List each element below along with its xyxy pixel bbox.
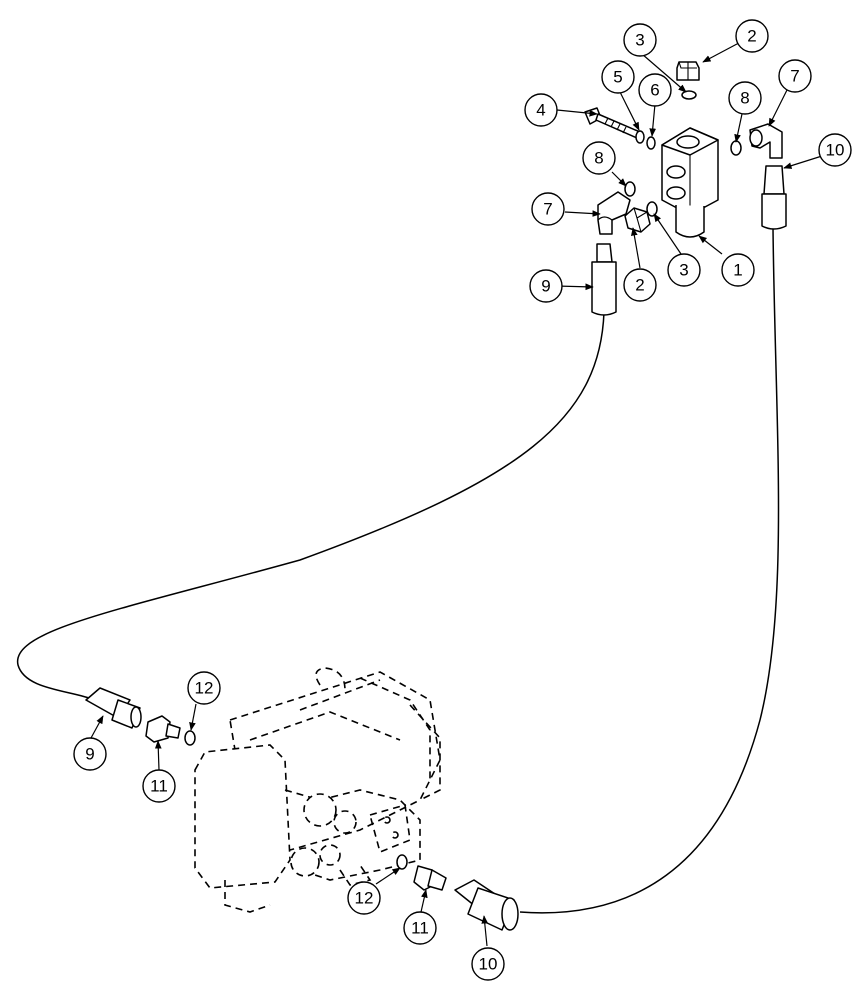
pump-body [194, 667, 441, 913]
callout-3-top: 3 [623, 23, 657, 57]
callout-12-left-label: 12 [195, 679, 214, 698]
o-ring-12-right [396, 854, 408, 870]
hose-right [519, 227, 780, 914]
hose-end-right-top [761, 165, 787, 230]
plug-lower [624, 207, 651, 233]
callout-11-right-label: 11 [411, 919, 429, 938]
callout-11-right: 11 [403, 911, 437, 945]
callout-12-left: 12 [187, 671, 221, 705]
callout-12-right: 12 [347, 881, 381, 915]
callout-8-right-label: 8 [740, 89, 749, 108]
callout-7-left: 7 [531, 192, 565, 226]
callout-7-left-label: 7 [543, 200, 552, 219]
callout-10-top-label: 10 [826, 141, 845, 160]
callout-12-right-label: 12 [355, 889, 374, 908]
hose-left [16, 311, 605, 701]
callout-1: 1 [721, 253, 755, 287]
nut [646, 136, 656, 150]
callout-10-bottom-label: 10 [479, 955, 498, 974]
callout-3-top-label: 3 [635, 31, 644, 50]
callout-8-left-label: 8 [594, 149, 603, 168]
callout-10-top: 10 [818, 133, 852, 167]
o-ring-right [730, 140, 742, 156]
washer [635, 130, 645, 144]
callout-11-left: 11 [142, 769, 176, 803]
o-ring-left [624, 181, 636, 197]
callout-8-right: 8 [728, 81, 762, 115]
adapter-right [413, 865, 447, 891]
callout-5-label: 5 [613, 68, 622, 87]
callout-11-left-label: 11 [150, 777, 168, 796]
hose-end-left-top [591, 243, 617, 316]
callout-9-bottom-label: 9 [85, 745, 94, 764]
callout-6: 6 [638, 73, 672, 107]
callout-1-label: 1 [733, 261, 742, 280]
callout-7-right: 7 [778, 59, 812, 93]
callout-2-bottom-label: 2 [635, 276, 644, 295]
adapter-left [145, 715, 181, 743]
callout-5: 5 [601, 60, 635, 94]
o-ring-lower [646, 201, 658, 217]
callout-8-left: 8 [582, 141, 616, 175]
callout-4: 4 [524, 93, 558, 127]
callout-2-top-label: 2 [747, 27, 756, 46]
callout-10-bottom: 10 [471, 947, 505, 981]
callout-9-bottom: 9 [73, 737, 107, 771]
callout-2-top: 2 [735, 19, 769, 53]
plug-upper [676, 61, 700, 81]
hose-end-left-bottom [85, 687, 142, 729]
elbow-right [749, 123, 783, 159]
o-ring-12-left [184, 730, 196, 746]
hose-end-right-bottom [454, 879, 519, 931]
valve-block [661, 127, 719, 238]
callout-3-bottom: 3 [667, 253, 701, 287]
bolt [584, 107, 641, 139]
callout-7-right-label: 7 [790, 67, 799, 86]
callout-9-top-label: 9 [541, 277, 550, 296]
callout-3-bottom-label: 3 [679, 261, 688, 280]
callout-6-label: 6 [650, 81, 659, 100]
callout-4-label: 4 [536, 101, 545, 120]
o-ring-upper [681, 90, 697, 100]
callout-2-bottom: 2 [623, 268, 657, 302]
callout-9-top: 9 [529, 269, 563, 303]
elbow-left [597, 191, 631, 235]
